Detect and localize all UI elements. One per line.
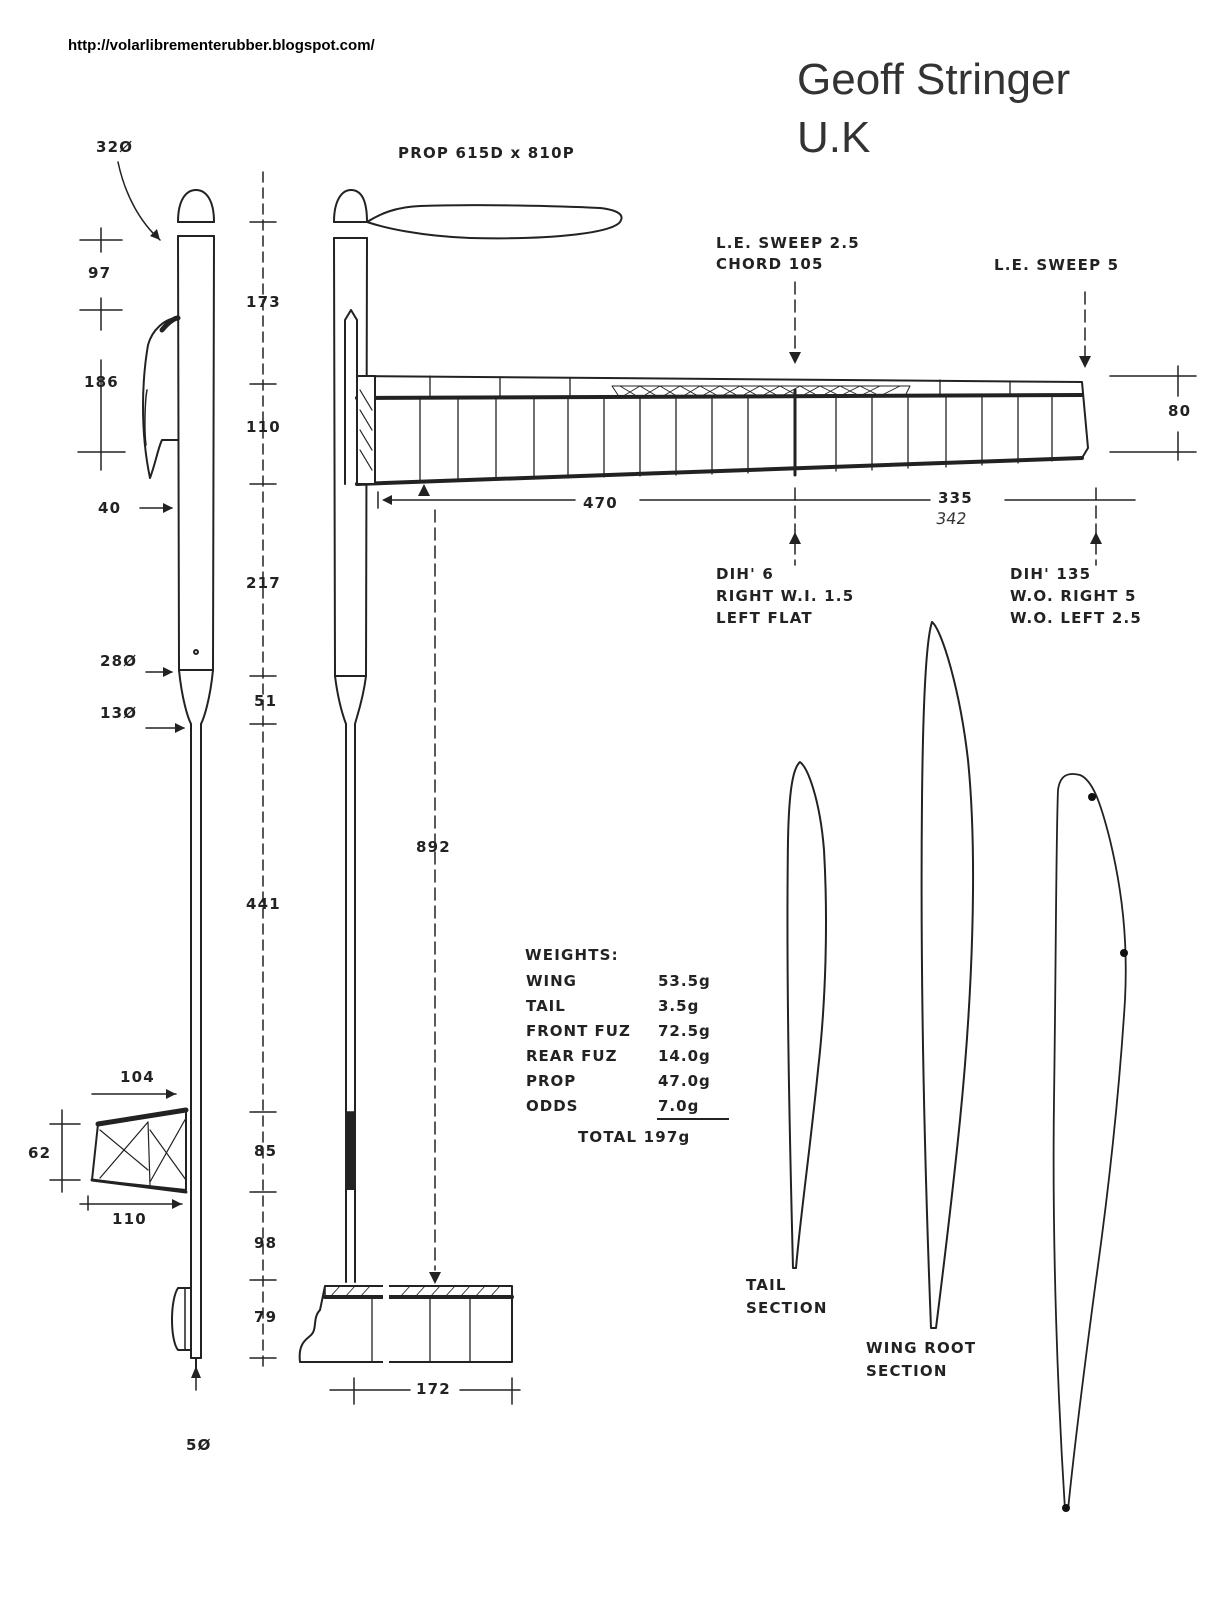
dim-62-label: 62 (28, 1144, 52, 1162)
weights-heading: WEIGHTS: (525, 946, 619, 964)
station-85-label: 85 (254, 1142, 278, 1160)
weight-value: 72.5g (658, 1021, 711, 1040)
weight-row: FRONT FUZ 72.5g (525, 1018, 729, 1043)
left-flat-label: LEFT FLAT (716, 609, 813, 627)
outer-section-airfoil (1052, 773, 1127, 1511)
side-arrowheads (150, 229, 201, 1378)
wing-ribs (419, 375, 1053, 483)
dim-110-side-label: 110 (112, 1210, 147, 1228)
station-ticks (249, 171, 277, 1369)
wing-root-section-airfoil (920, 621, 975, 1329)
washin-right-label: RIGHT W.I. 1.5 (716, 587, 855, 605)
weight-name: FRONT FUZ (526, 1021, 631, 1040)
dim-97-label: 97 (88, 264, 112, 282)
wing-arrowheads (382, 352, 1102, 544)
weight-name: REAR FUZ (526, 1046, 618, 1065)
weight-value: 14.0g (658, 1046, 711, 1065)
weight-name: ODDS (526, 1097, 579, 1115)
weight-row: PROP 47.0g (525, 1068, 729, 1093)
wing-root-section-label-1: WING ROOT (866, 1339, 977, 1357)
tip-chord-label: 80 (1168, 402, 1192, 420)
tail-planform (298, 1282, 514, 1366)
weight-name: WING (526, 971, 577, 990)
nose-diameter-label: 32Ø (96, 138, 134, 156)
dim-186-label: 186 (84, 373, 119, 391)
dihedral-outer-label: DIH' 135 (1010, 565, 1092, 583)
station-173-label: 173 (246, 293, 281, 311)
washout-left-label: W.O. LEFT 2.5 (1010, 609, 1143, 627)
wing-root-section-label-2: SECTION (866, 1362, 948, 1380)
author-name: Geoff Stringer (797, 55, 1071, 104)
weight-name: PROP (526, 1071, 577, 1090)
side-dimension-lines (49, 161, 197, 1391)
tail-span-line (329, 1377, 521, 1405)
station-79-label: 79 (254, 1308, 278, 1326)
weight-name: TAIL (526, 996, 566, 1015)
author-country: U.K (797, 113, 871, 162)
diameter-5-label: 5Ø (186, 1436, 212, 1454)
span-outer-corrected-label: 342 (934, 509, 968, 528)
dihedral-inner-label: DIH' 6 (716, 565, 775, 583)
fuselage-length-label: 892 (416, 838, 451, 856)
weight-row: ODDS 7.0g (525, 1093, 729, 1120)
weight-row: TAIL 3.5g (525, 993, 729, 1018)
washout-right-label: W.O. RIGHT 5 (1010, 587, 1137, 605)
blog-url: http://volarlibrementerubber.blogspot.co… (68, 37, 375, 54)
weight-row: WING 53.5g (525, 968, 729, 993)
diameter-28-label: 28Ø (100, 652, 138, 670)
weight-value: 3.5g (658, 996, 700, 1015)
station-217-label: 217 (246, 574, 281, 592)
le-sweep-outer-label: L.E. SWEEP 5 (994, 256, 1120, 274)
weight-value: 47.0g (658, 1071, 711, 1090)
wing-planform (355, 375, 1089, 486)
span-inner-label: 470 (583, 494, 618, 512)
dim-40-label: 40 (98, 499, 122, 517)
chord-label: CHORD 105 (716, 255, 824, 273)
weight-row: REAR FUZ 14.0g (525, 1043, 729, 1068)
station-110-label: 110 (246, 418, 281, 436)
tail-section-label-1: TAIL (746, 1276, 787, 1294)
weight-value: 53.5g (658, 971, 711, 990)
weight-value: 7.0g (657, 1093, 729, 1120)
side-view-fuselage (90, 189, 215, 1369)
tail-span-label: 172 (416, 1380, 451, 1398)
le-sweep-inner-label: L.E. SWEEP 2.5 (716, 234, 860, 252)
span-outer-label: 335 (938, 489, 973, 507)
weights-table: WING 53.5g TAIL 3.5g FRONT FUZ 72.5g REA… (525, 968, 729, 1120)
weights-total: TOTAL 197g (578, 1128, 691, 1146)
wing-dimension-lines (377, 281, 1197, 566)
tail-section-label-2: SECTION (746, 1299, 828, 1317)
prop-label: PROP 615D x 810P (398, 144, 575, 162)
station-98-label: 98 (254, 1234, 278, 1252)
station-51-label: 51 (254, 692, 278, 710)
tail-section-airfoil (786, 761, 827, 1269)
diameter-13-label: 13Ø (100, 704, 138, 722)
dim-104-label: 104 (120, 1068, 155, 1086)
station-441-label: 441 (246, 895, 281, 913)
